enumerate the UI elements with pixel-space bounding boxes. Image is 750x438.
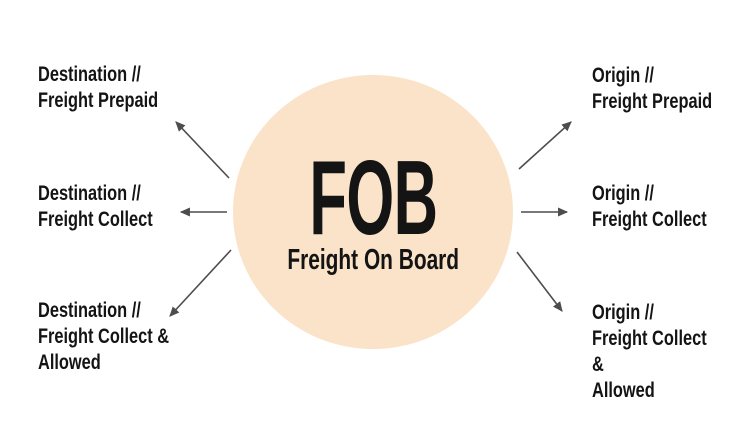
label-destination-freight-prepaid: Destination // Freight Prepaid bbox=[38, 62, 192, 114]
label-origin-freight-collect-allowed: Origin // Freight Collect & Allowed bbox=[592, 300, 750, 404]
label-destination-freight-collect: Destination // Freight Collect bbox=[38, 181, 185, 233]
label-text: Origin // Freight Prepaid bbox=[592, 64, 713, 113]
arrow-top-right-icon bbox=[518, 121, 572, 170]
arrow-bottom-right-icon bbox=[516, 251, 563, 312]
fob-subtitle: Freight On Board bbox=[287, 244, 459, 276]
label-text: Origin // Freight Collect bbox=[592, 182, 707, 231]
arrow-bottom-left-icon bbox=[169, 249, 232, 317]
label-text: Destination // Freight Collect bbox=[38, 182, 153, 231]
label-text: Origin // Freight Collect & Allowed bbox=[592, 301, 707, 402]
label-text: Destination // Freight Prepaid bbox=[38, 63, 159, 112]
center-circle: FOB Freight On Board bbox=[233, 75, 513, 349]
label-origin-freight-collect: Origin // Freight Collect bbox=[592, 181, 739, 233]
fob-acronym: FOB bbox=[308, 139, 438, 257]
label-origin-freight-prepaid: Origin // Freight Prepaid bbox=[592, 63, 746, 115]
arrow-top-left-icon bbox=[175, 121, 230, 179]
label-destination-freight-collect-allowed: Destination // Freight Collect & Allowed bbox=[38, 298, 206, 376]
label-text: Destination // Freight Collect & Allowed bbox=[38, 299, 170, 374]
